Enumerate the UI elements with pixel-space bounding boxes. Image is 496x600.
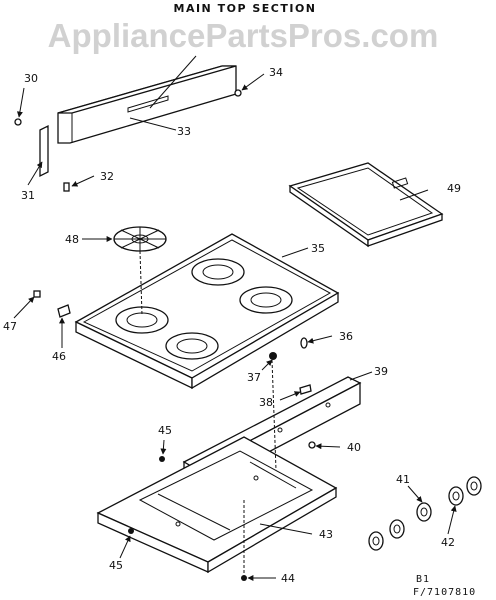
callout-30: 30 — [24, 72, 38, 85]
leader-lines — [13, 55, 457, 581]
cooktop — [74, 233, 340, 390]
callout-45-bottom: 45 — [109, 559, 123, 572]
callout-39: 39 — [374, 365, 388, 378]
backguard-panel — [57, 65, 237, 144]
callout-42: 42 — [441, 536, 455, 549]
callout-37: 37 — [247, 371, 261, 384]
callout-31: 31 — [21, 189, 35, 202]
end-cap-part — [39, 124, 49, 178]
knob-42 — [448, 486, 464, 506]
screw-38 — [299, 384, 312, 395]
callout-33: 33 — [177, 125, 191, 138]
callout-46: 46 — [52, 350, 66, 363]
burner-box — [96, 436, 338, 574]
knob-42b — [466, 476, 482, 496]
diagram-title: MAIN TOP SECTION — [174, 2, 317, 15]
callout-labels: 30 31 32 33 34 35 36 37 38 39 40 41 42 4… — [3, 66, 461, 585]
grommet-36 — [300, 337, 308, 349]
screw-44 — [241, 575, 247, 581]
bumper-37 — [269, 352, 277, 360]
callout-49: 49 — [447, 182, 461, 195]
screw-40 — [308, 441, 316, 449]
footer-code-number: F/7107810 — [413, 587, 476, 598]
callout-47: 47 — [3, 320, 17, 333]
cover-tray — [288, 162, 444, 248]
watermark: AppliancePartsPros.com — [48, 17, 439, 54]
clip-47 — [33, 290, 41, 298]
callout-36: 36 — [339, 330, 353, 343]
callout-45-top: 45 — [158, 424, 172, 437]
burner-grate — [113, 226, 167, 252]
clip-46 — [57, 304, 71, 318]
callout-38: 38 — [259, 396, 273, 409]
callout-35: 35 — [311, 242, 325, 255]
callout-41: 41 — [396, 473, 410, 486]
callout-40: 40 — [347, 441, 361, 454]
screw-34 — [234, 89, 242, 97]
knob-41c — [368, 531, 384, 551]
callout-32: 32 — [100, 170, 114, 183]
callout-48: 48 — [65, 233, 79, 246]
footer-code-b1: B1 — [416, 574, 430, 585]
knob-41 — [416, 502, 432, 522]
knob-41b — [389, 519, 405, 539]
screw-45-bottom — [128, 528, 134, 534]
callout-34: 34 — [269, 66, 283, 79]
screw-45-top — [159, 456, 165, 462]
callout-43: 43 — [319, 528, 333, 541]
callout-44: 44 — [281, 572, 295, 585]
clip-32 — [63, 182, 70, 192]
screw-30 — [14, 118, 22, 126]
